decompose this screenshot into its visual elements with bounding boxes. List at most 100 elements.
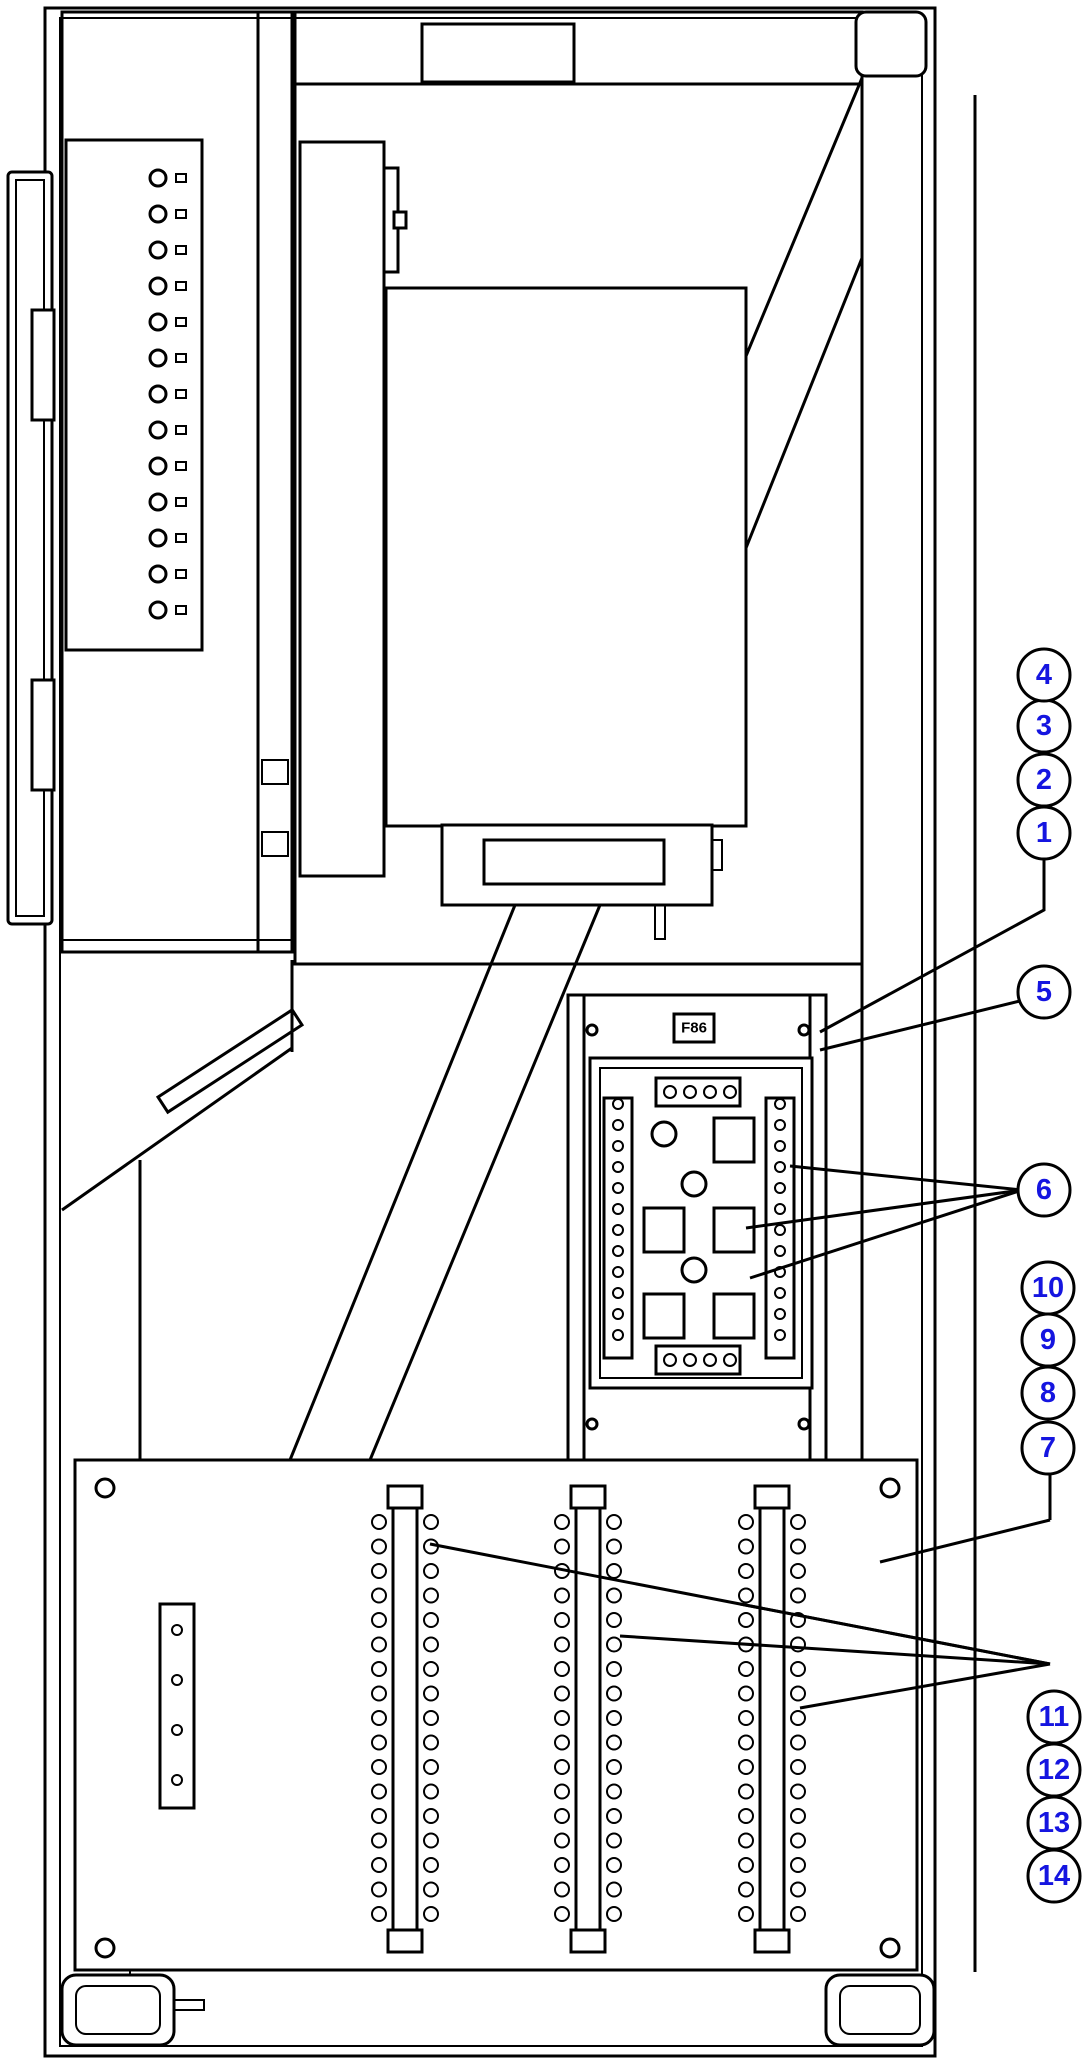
- terminal-clip: [790, 1857, 806, 1873]
- terminal-clip: [371, 1759, 387, 1775]
- terminal-clip: [738, 1906, 754, 1922]
- terminal-clip: [554, 1808, 570, 1824]
- rail-end-cap: [386, 1484, 424, 1510]
- terminal-rail: [574, 1490, 602, 1949]
- rail-end-cap: [386, 1928, 424, 1954]
- led-label-tab: [175, 605, 187, 615]
- relay-terminal-screw: [723, 1353, 737, 1367]
- callout-number: 8: [1040, 1377, 1056, 1409]
- indicator-led: [148, 564, 168, 584]
- terminal-clip: [606, 1587, 622, 1604]
- led-label-tab: [175, 389, 187, 399]
- callout-number: 10: [1032, 1272, 1064, 1304]
- relay-terminal-screw: [774, 1098, 786, 1110]
- terminal-clip: [371, 1661, 387, 1677]
- led-label-tab: [175, 353, 187, 363]
- callout-number: 1: [1036, 817, 1052, 849]
- relay-terminal-screw: [703, 1085, 717, 1099]
- terminal-clip: [371, 1636, 387, 1653]
- terminal-clip: [423, 1636, 439, 1653]
- terminal-clip: [371, 1685, 387, 1702]
- terminal-clip: [790, 1906, 806, 1922]
- terminal-clip: [423, 1906, 439, 1922]
- terminal-clip: [554, 1734, 570, 1751]
- terminal-clip: [738, 1661, 754, 1677]
- terminal-clip: [371, 1906, 387, 1922]
- callout-13: 13: [1026, 1795, 1082, 1851]
- terminal-clip: [606, 1759, 622, 1775]
- terminal-clip: [554, 1661, 570, 1677]
- rail-end-cap: [753, 1484, 791, 1510]
- cable-connector: [288, 823, 723, 1461]
- terminal-clip: [790, 1881, 806, 1898]
- terminal-rail: [391, 1490, 419, 1949]
- terminal-clip: [790, 1783, 806, 1800]
- terminal-clip: [423, 1710, 439, 1726]
- terminal-clip: [371, 1612, 387, 1628]
- terminal-clip: [790, 1808, 806, 1824]
- indicator-led: [148, 600, 168, 620]
- terminal-clip: [790, 1685, 806, 1702]
- terminal-clip: [554, 1538, 570, 1555]
- relay-terminal-screw: [774, 1245, 786, 1257]
- terminal-clip: [790, 1587, 806, 1604]
- terminal-clip: [371, 1538, 387, 1555]
- terminal-clip: [606, 1685, 622, 1702]
- callout-2: 2: [1016, 752, 1072, 808]
- callout-1: 1: [1016, 805, 1072, 861]
- indicator-led: [148, 312, 168, 332]
- terminal-clip: [554, 1857, 570, 1873]
- callout-7: 7: [1020, 1420, 1076, 1476]
- relay-terminal-screw: [612, 1140, 624, 1152]
- callout-circle: [1016, 647, 1072, 703]
- relay-terminal-screw: [683, 1353, 697, 1367]
- terminal-clip: [606, 1710, 622, 1726]
- terminal-clip: [554, 1906, 570, 1922]
- cabinet-feet: [60, 1970, 936, 2047]
- relay-terminal-screw: [612, 1182, 624, 1194]
- terminal-clip: [371, 1808, 387, 1824]
- callout-number: 5: [1036, 976, 1052, 1008]
- terminal-clip: [371, 1587, 387, 1604]
- indicator-led: [148, 168, 168, 188]
- terminal-clip: [423, 1857, 439, 1873]
- terminal-clip: [371, 1514, 387, 1530]
- terminal-clip: [371, 1783, 387, 1800]
- relay-terminal-screw: [774, 1224, 786, 1236]
- callout-number: 13: [1038, 1807, 1070, 1839]
- callout-11: 11: [1026, 1689, 1082, 1745]
- led-label-tab: [175, 245, 187, 255]
- indicator-led: [148, 348, 168, 368]
- terminal-clip: [790, 1514, 806, 1530]
- indicator-led: [148, 420, 168, 440]
- terminal-rails: [371, 1484, 806, 1954]
- terminal-clip: [371, 1563, 387, 1579]
- relay-terminal-screw: [774, 1287, 786, 1299]
- indicator-led: [148, 276, 168, 296]
- rail-end-cap: [569, 1484, 607, 1510]
- led-label-tab: [175, 461, 187, 471]
- leader-lines: [429, 855, 1052, 1710]
- terminal-clip: [423, 1514, 439, 1530]
- terminal-clip: [423, 1563, 439, 1579]
- callout-number: 14: [1038, 1860, 1070, 1892]
- callout-3: 3: [1016, 698, 1072, 754]
- relay-terminal-screw: [683, 1085, 697, 1099]
- relay-terminal-screw: [774, 1119, 786, 1131]
- callout-number: 11: [1039, 1701, 1070, 1733]
- terminal-clip: [606, 1881, 622, 1898]
- relay-terminal-screw: [612, 1098, 624, 1110]
- relay-terminal-screw: [723, 1085, 737, 1099]
- relay-terminal-screw: [663, 1353, 677, 1367]
- terminal-clip: [554, 1685, 570, 1702]
- callout-circle: [1020, 1420, 1076, 1476]
- terminal-clip: [738, 1587, 754, 1604]
- terminal-clip: [423, 1832, 439, 1849]
- indicator-led: [148, 528, 168, 548]
- terminal-clip: [423, 1587, 439, 1604]
- callout-circle: [1016, 752, 1072, 808]
- terminal-clip: [790, 1759, 806, 1775]
- terminal-clip: [554, 1612, 570, 1628]
